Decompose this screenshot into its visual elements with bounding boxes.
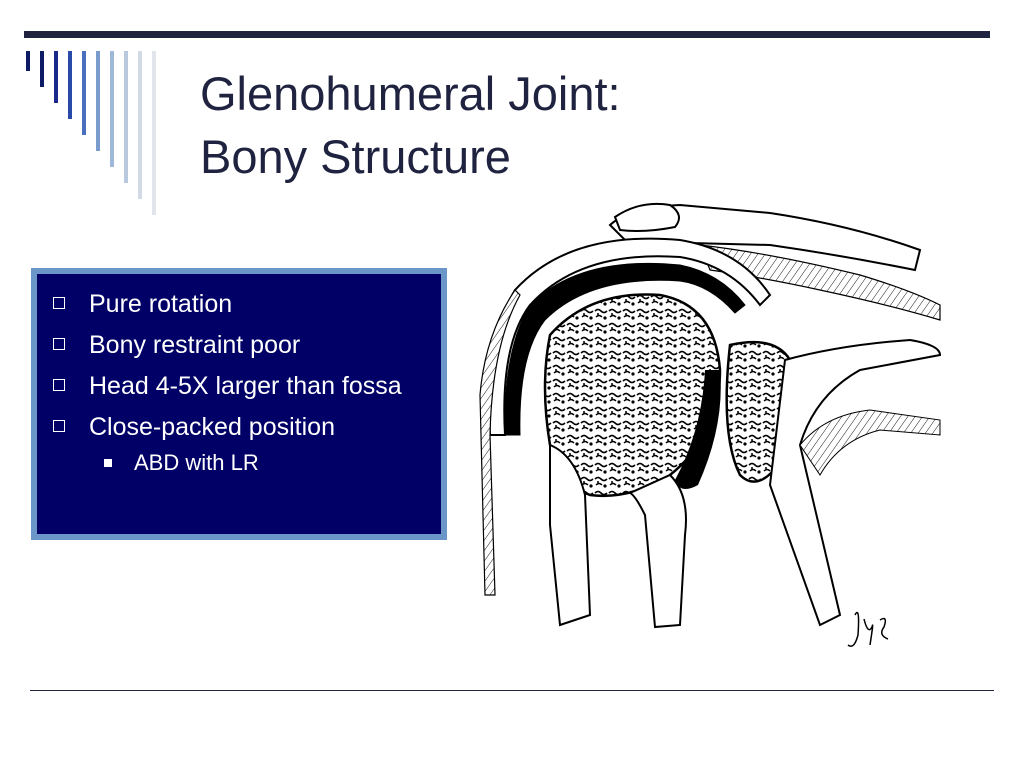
joint-space-shape: [675, 370, 721, 489]
decorative-stripe: [138, 51, 142, 199]
bullet-text: Pure rotation: [89, 290, 233, 318]
hollow-square-bullet-icon: [53, 420, 65, 432]
decorative-stripes: [26, 51, 166, 215]
bullet-box-inner: Pure rotation Bony restraint poor Head 4…: [37, 274, 441, 534]
title-line-1: Glenohumeral Joint:: [200, 67, 621, 120]
title-line-2: Bony Structure: [200, 130, 511, 183]
bullet-item: Close-packed position ABD with LR: [51, 411, 431, 478]
bullet-text: Bony restraint poor: [89, 331, 301, 359]
bullet-item: Bony restraint poor: [51, 329, 431, 362]
bullet-box: Pure rotation Bony restraint poor Head 4…: [31, 268, 447, 540]
glenohumeral-joint-illustration: [479, 202, 942, 647]
scapula-neck-shape: [768, 338, 942, 627]
decorative-stripe: [82, 51, 86, 135]
bullet-text: Head 4-5X larger than fossa: [89, 372, 402, 400]
decorative-stripe: [110, 51, 114, 167]
decorative-stripe: [26, 51, 30, 71]
ligament-shape: [699, 244, 941, 321]
filled-square-bullet-icon: [104, 459, 112, 467]
deltoid-muscle-shape: [479, 289, 521, 596]
slide-title: Glenohumeral Joint: Bony Structure: [200, 62, 621, 188]
bullet-list: Pure rotation Bony restraint poor Head 4…: [51, 288, 431, 478]
articular-cartilage-shape: [504, 262, 746, 436]
decorative-stripe: [96, 51, 100, 151]
acromion-tip-shape: [613, 202, 680, 232]
decorative-stripe: [124, 51, 128, 183]
decorative-stripe: [40, 51, 44, 87]
hollow-square-bullet-icon: [53, 297, 65, 309]
decorative-stripe: [152, 51, 156, 215]
sub-bullet-item: ABD with LR: [89, 448, 431, 478]
hollow-square-bullet-icon: [53, 338, 65, 350]
bullet-text: Close-packed position: [89, 413, 335, 441]
bullet-item: Pure rotation: [51, 288, 431, 321]
decorative-stripe: [68, 51, 72, 119]
top-rule: [24, 31, 990, 38]
artist-signature: [847, 611, 889, 647]
bottom-rule: [30, 690, 994, 691]
muscle-fibers-shape: [799, 409, 941, 476]
humeral-neck-shape: [549, 443, 592, 627]
humeral-shaft-shape: [627, 473, 687, 629]
sub-bullet-list: ABD with LR: [89, 448, 431, 478]
bullet-item: Head 4-5X larger than fossa: [51, 370, 431, 403]
decorative-stripe: [54, 51, 58, 103]
hollow-square-bullet-icon: [53, 379, 65, 391]
sub-bullet-text: ABD with LR: [134, 450, 259, 475]
